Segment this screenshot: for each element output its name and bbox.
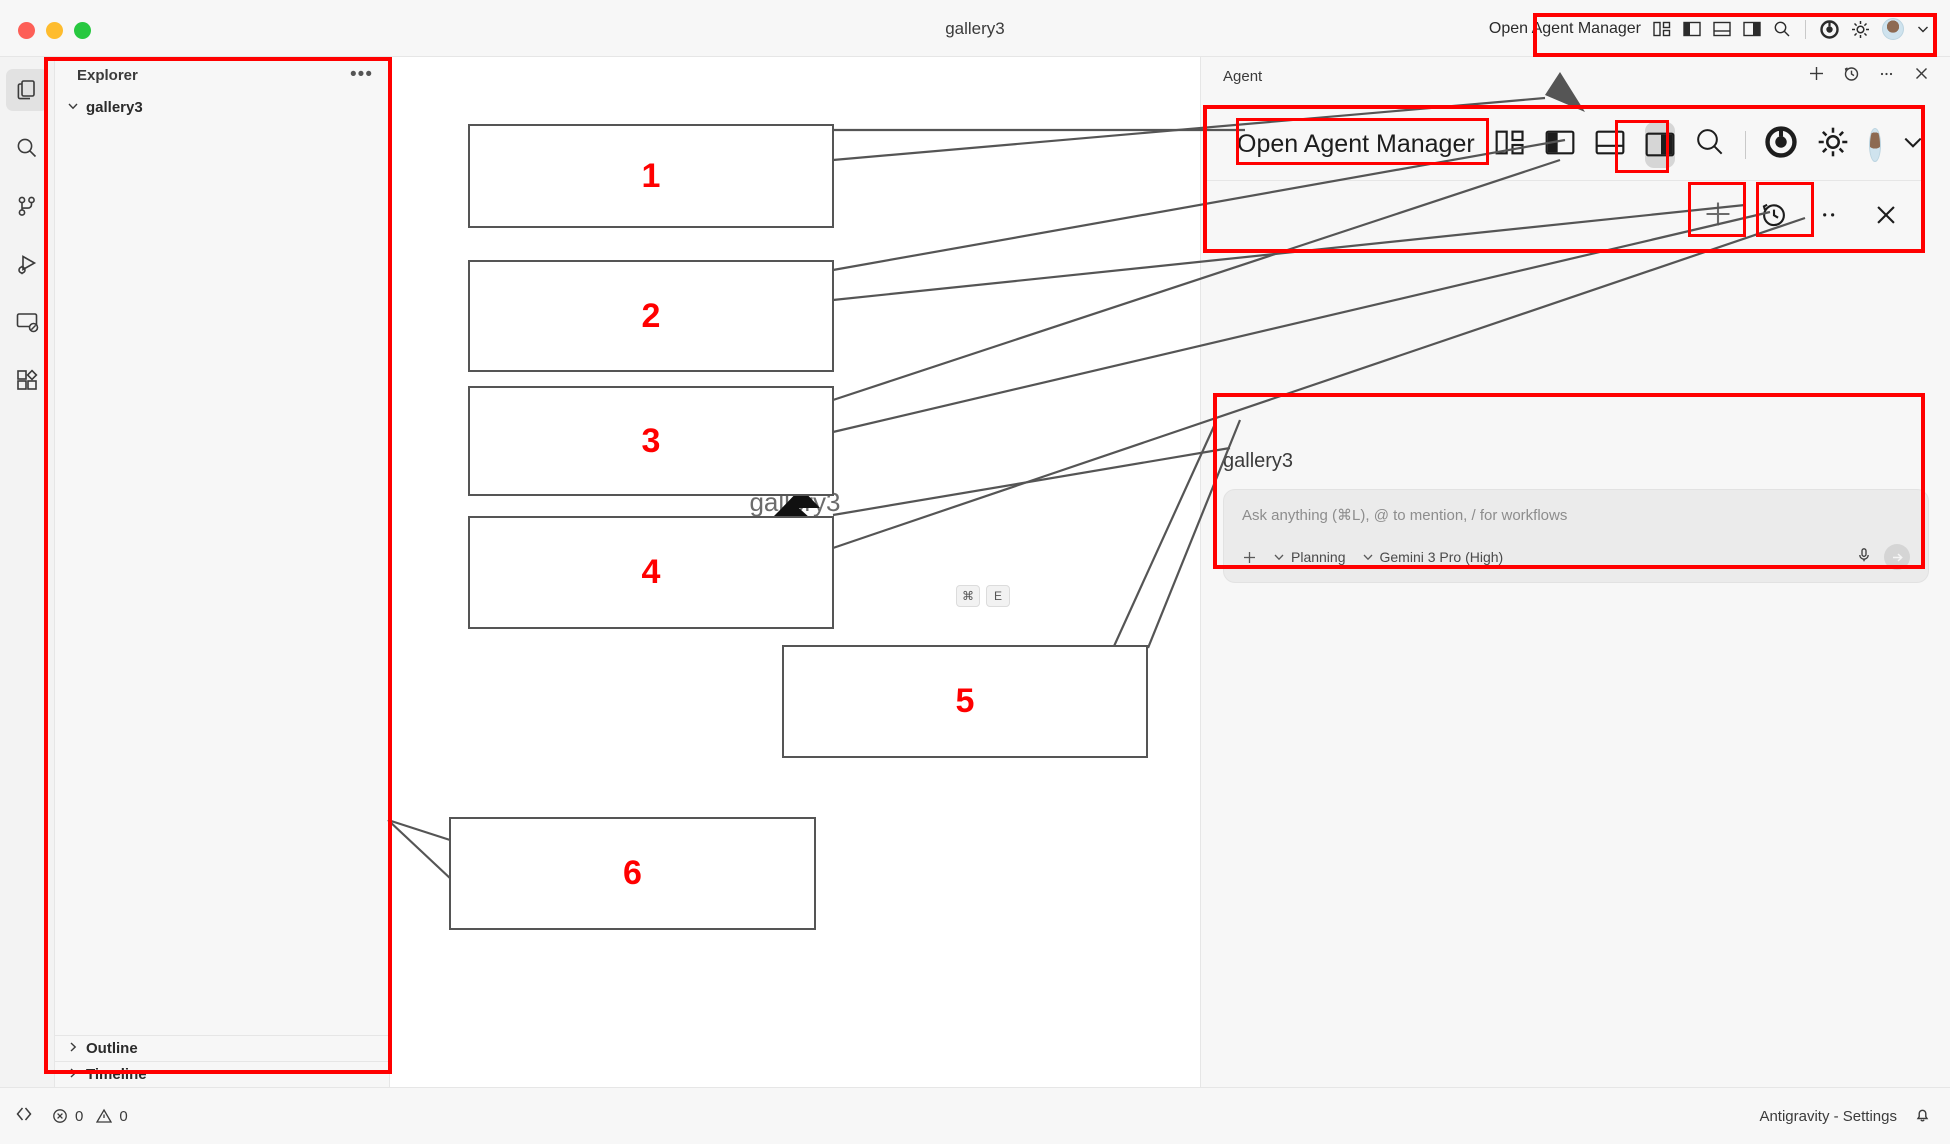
sidebar-item-run-and-debug[interactable] (6, 243, 48, 285)
warning-count: 0 (119, 1107, 128, 1125)
callout-number: 2 (641, 296, 661, 335)
browser-icon[interactable] (1765, 126, 1797, 163)
explorer-root-label: gallery3 (86, 98, 143, 116)
sidebar-item-extensions[interactable] (6, 359, 48, 401)
chevron-down-icon (1274, 554, 1284, 561)
status-bar-right: Antigravity - Settings (1759, 1105, 1932, 1128)
highlight-new-chat-icon (1688, 182, 1746, 237)
sidebar-item-explorer[interactable] (6, 69, 48, 111)
remote-window-icon[interactable] (14, 1104, 34, 1129)
more-icon[interactable] (1878, 65, 1895, 87)
status-problems[interactable]: 0 0 (52, 1108, 128, 1125)
new-chat-icon[interactable] (1808, 65, 1825, 87)
settings-status-label[interactable]: Antigravity - Settings (1759, 1107, 1897, 1125)
callout-number: 6 (623, 854, 642, 892)
chevron-right-icon (67, 1040, 79, 1057)
callout-box-4: 4 (468, 516, 834, 629)
mode-label: Planning (1291, 549, 1346, 565)
chevron-down-icon[interactable] (1901, 130, 1925, 159)
sidebar-item-search[interactable] (6, 127, 48, 169)
close-window-button[interactable] (18, 22, 35, 39)
minimize-window-button[interactable] (46, 22, 63, 39)
key-e: E (986, 584, 1010, 607)
key-cmd: ⌘ (956, 584, 980, 607)
sidebar-item-remote-explorer[interactable] (6, 301, 48, 343)
status-bar-left: 0 0 (14, 1104, 128, 1129)
bell-icon[interactable] (1913, 1105, 1932, 1128)
zoomed-toolbar-divider (1744, 130, 1746, 159)
callout-box-3: 3 (468, 386, 834, 496)
close-icon[interactable] (1871, 199, 1901, 234)
layout-left-panel-icon[interactable] (1683, 21, 1701, 37)
gear-icon[interactable] (1851, 20, 1870, 39)
welcome-row-keys: ⌘ E (956, 584, 1010, 607)
titlebar: gallery3 Open Agent Manager (0, 0, 1950, 57)
open-agent-manager-label[interactable]: Open Agent Manager (1488, 20, 1641, 37)
search-icon[interactable] (1695, 127, 1725, 162)
maximize-window-button[interactable] (74, 22, 91, 39)
browser-icon[interactable] (1820, 19, 1839, 39)
add-context-button[interactable] (1242, 550, 1257, 565)
explorer-title: Explorer (77, 66, 138, 84)
chevron-down-icon (1363, 554, 1372, 561)
titlebar-toolbar: Open Agent Manager (1483, 13, 1936, 45)
agent-panel-title: Agent (1223, 67, 1263, 85)
highlight-titlebar-toolbar (1533, 13, 1937, 57)
highlight-zoomed-toolbar (1203, 105, 1925, 253)
mode-selector[interactable]: Planning (1273, 549, 1346, 565)
search-icon[interactable] (1773, 20, 1791, 38)
avatar[interactable] (1882, 18, 1904, 40)
highlight-history-icon (1756, 182, 1814, 237)
model-label: Gemini 3 Pro (High) (1379, 549, 1504, 565)
history-icon[interactable] (1843, 65, 1860, 87)
explorer-header: Explorer ••• (55, 57, 389, 93)
highlight-open-agent-manager-label (1236, 118, 1489, 165)
callout-box-5: 5 (782, 645, 1148, 758)
error-count: 0 (75, 1107, 84, 1125)
status-bar: 0 0 Antigravity - Settings (0, 1087, 1950, 1144)
callout-box-6: 6 (449, 817, 816, 930)
layout-bottom-panel-icon[interactable] (1713, 21, 1731, 37)
more-icon[interactable] (1815, 199, 1845, 234)
explorer-more-icon[interactable]: ••• (350, 64, 373, 85)
callout-number: 3 (641, 421, 661, 460)
toolbar-divider (1805, 19, 1806, 39)
gear-icon[interactable] (1817, 126, 1849, 163)
explorer-sidebar: Explorer ••• gallery3 Outline Timeline (55, 57, 390, 1087)
highlight-explorer-sidebar (44, 57, 392, 1074)
callout-box-2: 2 (468, 260, 834, 372)
close-icon[interactable] (1913, 65, 1930, 87)
avatar[interactable] (1869, 127, 1881, 162)
chevron-down-icon (67, 99, 79, 116)
callout-number: 1 (641, 156, 661, 195)
layout-bottom-panel-icon[interactable] (1595, 129, 1625, 161)
composer-left-controls: Planning Gemini 3 Pro (High) (1242, 549, 1503, 565)
agent-panel-actions (1808, 65, 1930, 87)
window-title: gallery3 (945, 19, 1005, 38)
highlight-layout-right-panel-icon (1615, 120, 1669, 173)
callout-box-1: 1 (468, 124, 834, 228)
error-icon (53, 1109, 67, 1123)
explorer-section-outline[interactable]: Outline (55, 1035, 389, 1061)
agent-panel-header: Agent (1201, 57, 1950, 95)
warning-icon (96, 1108, 113, 1123)
model-selector[interactable]: Gemini 3 Pro (High) (1362, 549, 1504, 565)
chevron-down-icon[interactable] (1916, 22, 1930, 36)
explorer-section-label: Outline (86, 1040, 138, 1057)
layout-right-panel-icon[interactable] (1743, 21, 1761, 37)
callout-number: 5 (955, 682, 975, 720)
microphone-icon[interactable] (1856, 547, 1872, 568)
highlight-agent-composer (1213, 393, 1925, 569)
explorer-root-folder[interactable]: gallery3 (55, 93, 389, 121)
callout-number: 4 (641, 553, 661, 591)
traffic-lights[interactable] (18, 22, 91, 39)
layout-grid-icon[interactable] (1653, 21, 1671, 37)
sidebar-item-source-control[interactable] (6, 185, 48, 227)
